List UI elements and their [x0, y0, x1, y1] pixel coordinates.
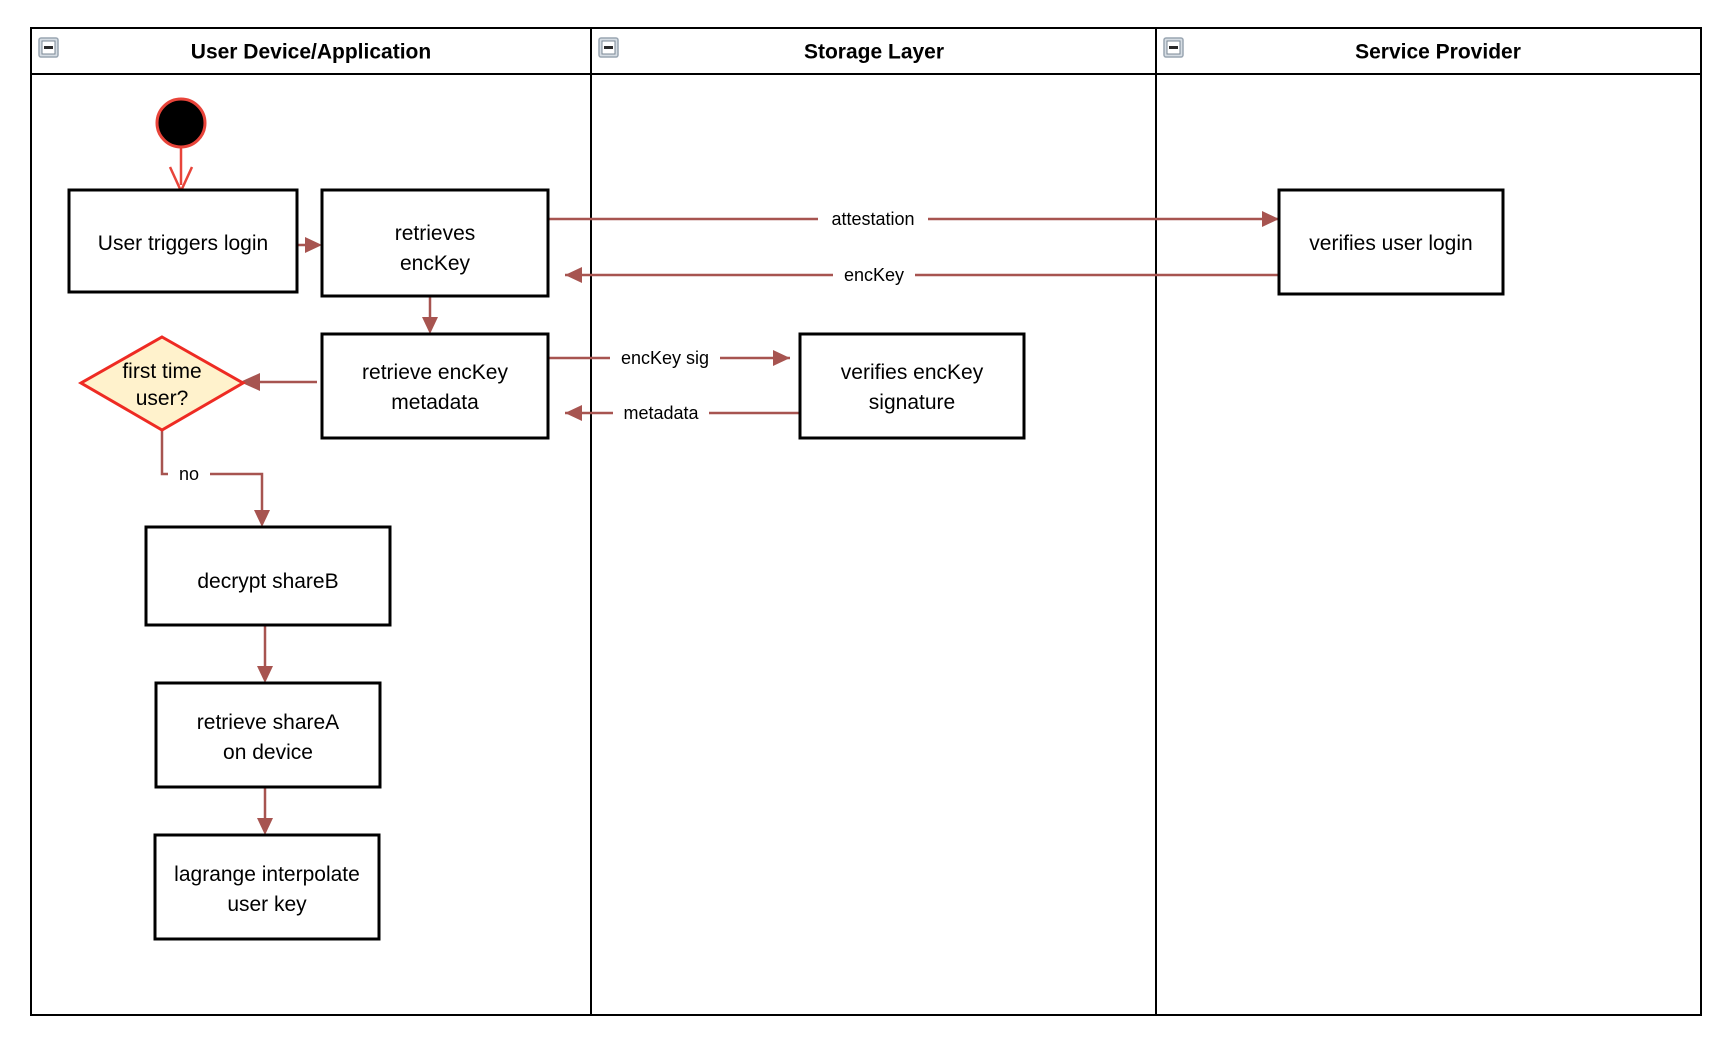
swimlane-outer-border	[30, 27, 1702, 1016]
swimlane-frame	[30, 27, 1702, 1016]
lane-title-user-device: User Device/Application	[191, 41, 431, 64]
edge-label-no: no	[179, 464, 199, 484]
edge-attestation: attestation	[548, 206, 1279, 232]
node-label-lagrange-line2: user key	[227, 893, 307, 916]
edge-label-metadata: metadata	[623, 403, 699, 423]
node-label-verifies-user-login: verifies user login	[1309, 232, 1472, 255]
edge-enckey-return: encKey	[565, 262, 1279, 288]
edge-decrypt-to-sharea	[257, 625, 273, 683]
edge-label-enckey-sig: encKey sig	[621, 348, 709, 368]
lane-header-storage-layer[interactable]: Storage Layer	[598, 37, 944, 64]
node-label-retrieve-metadata-line2: metadata	[391, 391, 479, 414]
edge-label-enckey: encKey	[844, 265, 904, 285]
node-retrieve-enckey-metadata[interactable]: retrieve encKey metadata	[320, 332, 550, 440]
edge-enckey-sig: encKey sig	[548, 345, 790, 371]
lane-title-storage-layer: Storage Layer	[804, 41, 944, 64]
edge-decision-no: no	[160, 430, 270, 527]
lane-header-user-device[interactable]: User Device/Application	[38, 37, 431, 64]
collapse-minus-icon[interactable]	[1163, 37, 1184, 58]
node-label-retrieve-metadata-line1: retrieve encKey	[362, 361, 508, 384]
edge-start-to-login	[168, 144, 194, 195]
node-user-triggers-login[interactable]: User triggers login	[67, 188, 299, 294]
node-retrieve-sharea-on-device[interactable]: retrieve shareA on device	[154, 681, 382, 789]
node-verifies-user-login[interactable]: verifies user login	[1277, 188, 1505, 296]
node-label-decrypt-shareb: decrypt shareB	[197, 570, 338, 593]
edge-login-to-retrieves	[297, 237, 322, 253]
node-label-decision-line1: first time	[122, 360, 201, 383]
edge-sharea-to-lagrange	[257, 787, 273, 835]
lane-header-service-provider[interactable]: Service Provider	[1163, 37, 1521, 64]
start-node[interactable]	[155, 97, 207, 149]
node-label-retrieves-enckey-line1: retrieves	[395, 222, 476, 245]
node-first-time-user-decision[interactable]: first time user?	[77, 335, 247, 432]
lane-title-service-provider: Service Provider	[1355, 41, 1521, 64]
node-retrieves-enckey[interactable]: retrieves encKey	[320, 188, 550, 298]
node-label-user-triggers-login: User triggers login	[98, 232, 268, 255]
node-label-verifies-sig-line2: signature	[869, 391, 955, 414]
node-label-lagrange-line1: lagrange interpolate	[174, 863, 360, 886]
collapse-minus-icon[interactable]	[598, 37, 619, 58]
node-label-sharea-line1: retrieve shareA	[197, 711, 339, 734]
node-label-verifies-sig-line1: verifies encKey	[841, 361, 984, 384]
edge-retrieves-to-metadata	[422, 296, 438, 334]
node-label-decision-line2: user?	[136, 387, 189, 410]
node-label-retrieves-enckey-line2: encKey	[400, 252, 471, 275]
collapse-minus-icon[interactable]	[38, 37, 59, 58]
edge-label-attestation: attestation	[831, 209, 914, 229]
node-verifies-enckey-signature[interactable]: verifies encKey signature	[798, 332, 1026, 440]
node-lagrange-interpolate-user-key[interactable]: lagrange interpolate user key	[153, 833, 381, 941]
edge-metadata-to-decision	[240, 373, 317, 391]
edge-metadata-return: metadata	[565, 400, 800, 426]
node-decrypt-shareb[interactable]: decrypt shareB	[144, 525, 392, 627]
node-label-sharea-line2: on device	[223, 741, 313, 764]
